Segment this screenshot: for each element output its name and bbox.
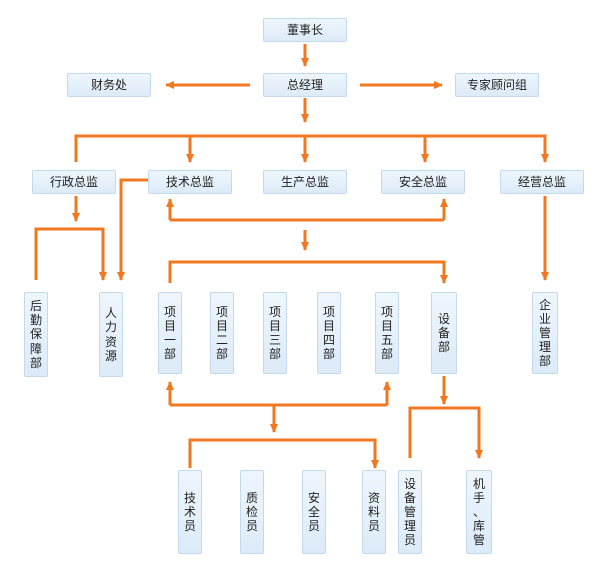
node-safety-director: 安全总监 xyxy=(381,170,465,194)
node-project-2: 项目二部 xyxy=(210,292,234,374)
node-general-manager: 总经理 xyxy=(263,73,347,97)
node-production-director: 生产总监 xyxy=(263,170,347,194)
link-admin-logistics xyxy=(34,227,107,281)
node-enterprise-mgmt: 企业管理部 xyxy=(532,292,558,374)
node-project-4: 项目四部 xyxy=(317,292,341,374)
node-safety-officer: 安全员 xyxy=(302,470,326,554)
node-business-director: 经营总监 xyxy=(500,170,584,194)
node-operator-storekeeper: 机手、库管 xyxy=(466,470,492,554)
node-finance: 财务处 xyxy=(67,73,151,97)
link-equipment-bus xyxy=(408,406,483,459)
node-quality-inspector: 质检员 xyxy=(240,470,264,554)
node-expert-panel: 专家顾问组 xyxy=(455,73,539,97)
node-project-1: 项目一部 xyxy=(158,292,182,374)
node-logistics: 后勤保障部 xyxy=(24,292,48,377)
node-equipment-dept: 设备部 xyxy=(431,292,457,374)
node-chairman: 董事长 xyxy=(263,18,347,42)
node-equipment-manager: 设备管理员 xyxy=(398,470,422,554)
node-data-clerk: 资料员 xyxy=(362,470,386,554)
link-projects-bus xyxy=(168,260,448,284)
link-directors-bus xyxy=(74,134,549,163)
node-tech-director: 技术总监 xyxy=(148,170,232,194)
node-project-3: 项目三部 xyxy=(263,292,287,374)
node-admin-director: 行政总监 xyxy=(32,170,116,194)
node-technician: 技术员 xyxy=(178,470,202,554)
link-tech-hr xyxy=(117,178,150,281)
node-hr: 人力资源 xyxy=(99,292,123,377)
node-project-5: 项目五部 xyxy=(375,292,399,374)
link-staff-bus xyxy=(188,438,379,469)
